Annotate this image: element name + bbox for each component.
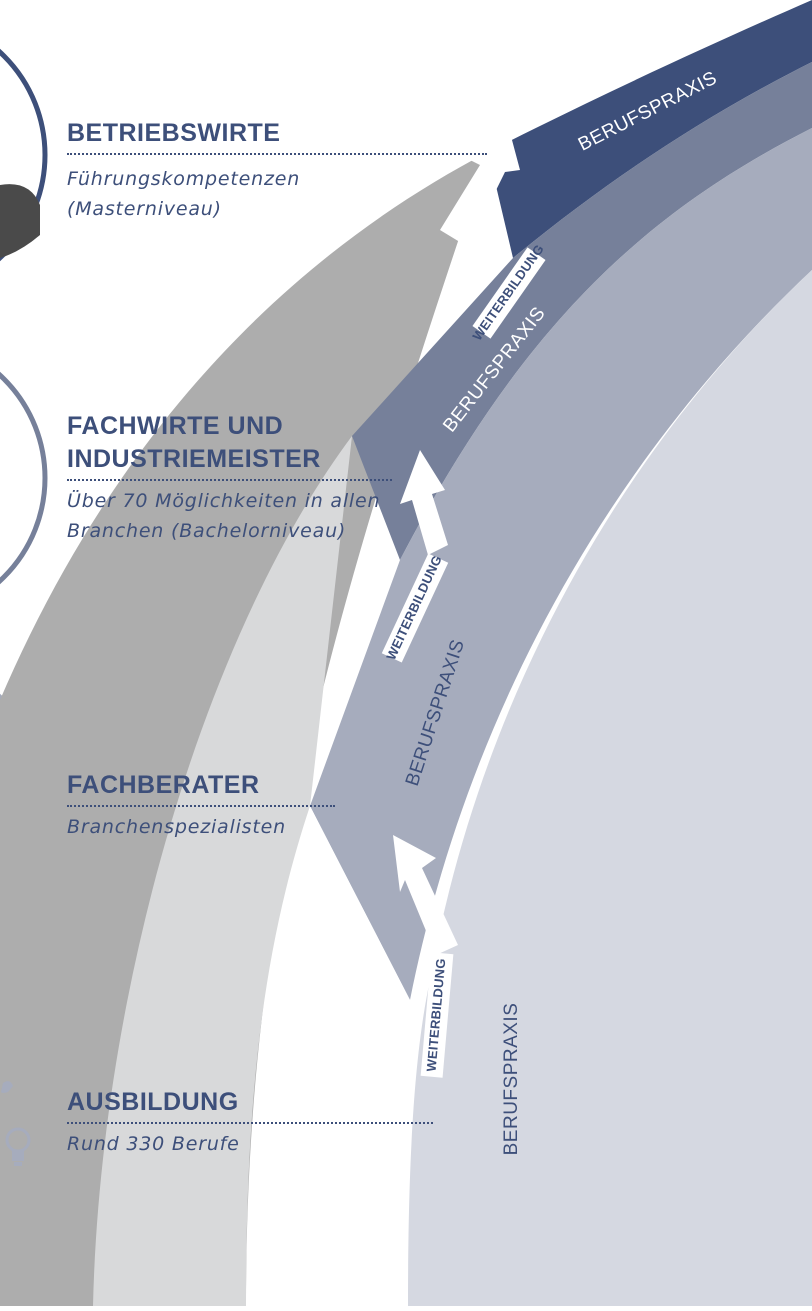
wrench-icon xyxy=(1,1081,13,1093)
band-pale xyxy=(408,270,812,1306)
level-fachberater: FACHBERATER Branchenspezialisten xyxy=(67,769,335,842)
lightbulb-icon xyxy=(5,1127,31,1166)
level-title-line: FACHWIRTE UND xyxy=(67,412,284,440)
avatar-fachwirte xyxy=(0,371,48,585)
level-subtitle-line: Führungskompetenzen xyxy=(67,168,301,190)
level-title-line: FACHBERATER xyxy=(67,771,260,799)
dotted-divider xyxy=(67,479,392,481)
level-title-line: BETRIEBSWIRTE xyxy=(67,119,281,147)
level-ausbildung: AUSBILDUNG Rund 330 Berufe xyxy=(67,1086,433,1159)
level-subtitle: Rund 330 Berufe xyxy=(67,1129,433,1159)
band-steel xyxy=(310,128,812,1000)
band-navy xyxy=(488,0,812,258)
level-subtitle-line: (Masterniveau) xyxy=(67,198,222,220)
level-fachwirte: FACHWIRTE UND INDUSTRIEMEISTER Über 70 M… xyxy=(67,410,392,546)
level-subtitle-line: Branchen (Bachelorniveau) xyxy=(67,520,347,542)
level-subtitle: Führungskompetenzen (Masterniveau) xyxy=(67,164,487,224)
weiterbildung-arrow-3: WEITERBILDUNG xyxy=(393,835,458,1078)
level-subtitle-line: Branchenspezialisten xyxy=(67,816,286,838)
level-title-line: AUSBILDUNG xyxy=(67,1088,239,1116)
level-subtitle: Branchenspezialisten xyxy=(67,812,335,842)
dotted-divider xyxy=(67,1122,433,1124)
level-title: AUSBILDUNG xyxy=(67,1086,433,1119)
band-lightgray xyxy=(93,436,352,1306)
level-subtitle-line: Rund 330 Berufe xyxy=(67,1133,240,1155)
level-title: BETRIEBSWIRTE xyxy=(67,117,487,150)
level-subtitle-line: Über 70 Möglichkeiten in allen xyxy=(67,490,381,512)
level-title: FACHWIRTE UND INDUSTRIEMEISTER xyxy=(67,410,392,476)
level-title-line: INDUSTRIEMEISTER xyxy=(67,445,321,473)
band-slate xyxy=(352,62,812,560)
level-subtitle: Über 70 Möglichkeiten in allen Branchen … xyxy=(67,486,397,546)
avatar-betriebswirte-person xyxy=(0,184,40,258)
gap-white xyxy=(246,806,410,1306)
level-betriebswirte: BETRIEBSWIRTE Führungskompetenzen (Maste… xyxy=(67,117,487,224)
dotted-divider xyxy=(67,805,335,807)
level-title: FACHBERATER xyxy=(67,769,335,802)
dotted-divider xyxy=(67,153,487,155)
band-label-4: BERUFSPRAXIS xyxy=(501,1003,522,1156)
